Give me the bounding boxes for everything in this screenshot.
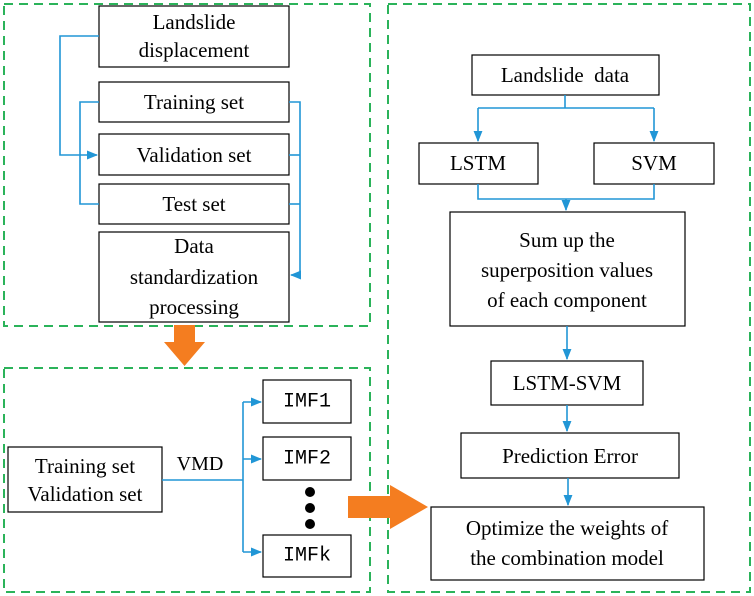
- validation-set-box: Validation set: [98, 133, 290, 176]
- standardization-box: Data standardization processing: [98, 231, 290, 323]
- optimize-label-line2: the combination model: [470, 546, 664, 570]
- training-test-bracket-connector: [79, 101, 99, 205]
- right-flow-arrow-icon: [348, 485, 428, 529]
- lstm-svm-label: LSTM-SVM: [513, 371, 622, 395]
- imf1-label: IMF1: [283, 391, 331, 414]
- standardization-label-line1: Data: [174, 234, 214, 258]
- optimize-box: Optimize the weights of the combination …: [430, 506, 705, 581]
- vertical-ellipsis-icon: [305, 487, 315, 529]
- imf1-box: IMF1: [262, 379, 352, 424]
- landslide-displacement-label-line2: displacement: [139, 38, 250, 62]
- lstm-box: LSTM: [418, 142, 539, 185]
- sum-up-label-line2: superposition values: [481, 258, 653, 282]
- imf2-label: IMF2: [283, 448, 331, 471]
- imfk-box: IMFk: [262, 534, 352, 578]
- prediction-error-label: Prediction Error: [502, 444, 638, 468]
- test-set-label: Test set: [162, 192, 225, 216]
- standardization-label-line3: processing: [149, 295, 239, 319]
- lstm-label: LSTM: [450, 151, 506, 175]
- sum-up-label-line1: Sum up the: [519, 228, 615, 252]
- test-set-box: Test set: [98, 183, 290, 225]
- displacement-to-validation-connector: [59, 35, 99, 160]
- imfk-label: IMFk: [283, 545, 331, 568]
- prediction-error-box: Prediction Error: [460, 432, 680, 479]
- down-flow-arrow-icon: [164, 325, 205, 366]
- vmd-label: VMD: [177, 453, 224, 475]
- decomposition-panel: [3, 367, 371, 593]
- landslide-displacement-label-line1: Landslide: [153, 10, 236, 34]
- landslide-data-label: Landslide data: [501, 63, 630, 87]
- imf2-box: IMF2: [262, 436, 352, 481]
- input-training-label: Training set: [35, 454, 135, 478]
- input-validation-label: Validation set: [28, 482, 143, 506]
- svm-label: SVM: [631, 151, 677, 175]
- optimize-label-line1: Optimize the weights of: [466, 516, 668, 540]
- landslide-data-box: Landslide data: [471, 54, 660, 96]
- svm-box: SVM: [593, 142, 715, 185]
- prediction-model-panel: [387, 3, 751, 593]
- standardization-label-line2: standardization: [130, 265, 259, 289]
- sum-up-box: Sum up the superposition values of each …: [449, 211, 686, 327]
- training-set-box: Training set: [98, 81, 290, 123]
- training-to-standardization-connector: [289, 101, 302, 280]
- validation-set-label: Validation set: [137, 143, 252, 167]
- landslide-displacement-box: Landslide displacement: [98, 5, 290, 68]
- training-set-label: Training set: [144, 90, 244, 114]
- sum-up-label-line3: of each component: [487, 288, 647, 312]
- input-sets-box: Training set Validation set: [7, 446, 163, 513]
- lstm-svm-box: LSTM-SVM: [490, 360, 644, 406]
- models-merge-connector: [477, 184, 655, 200]
